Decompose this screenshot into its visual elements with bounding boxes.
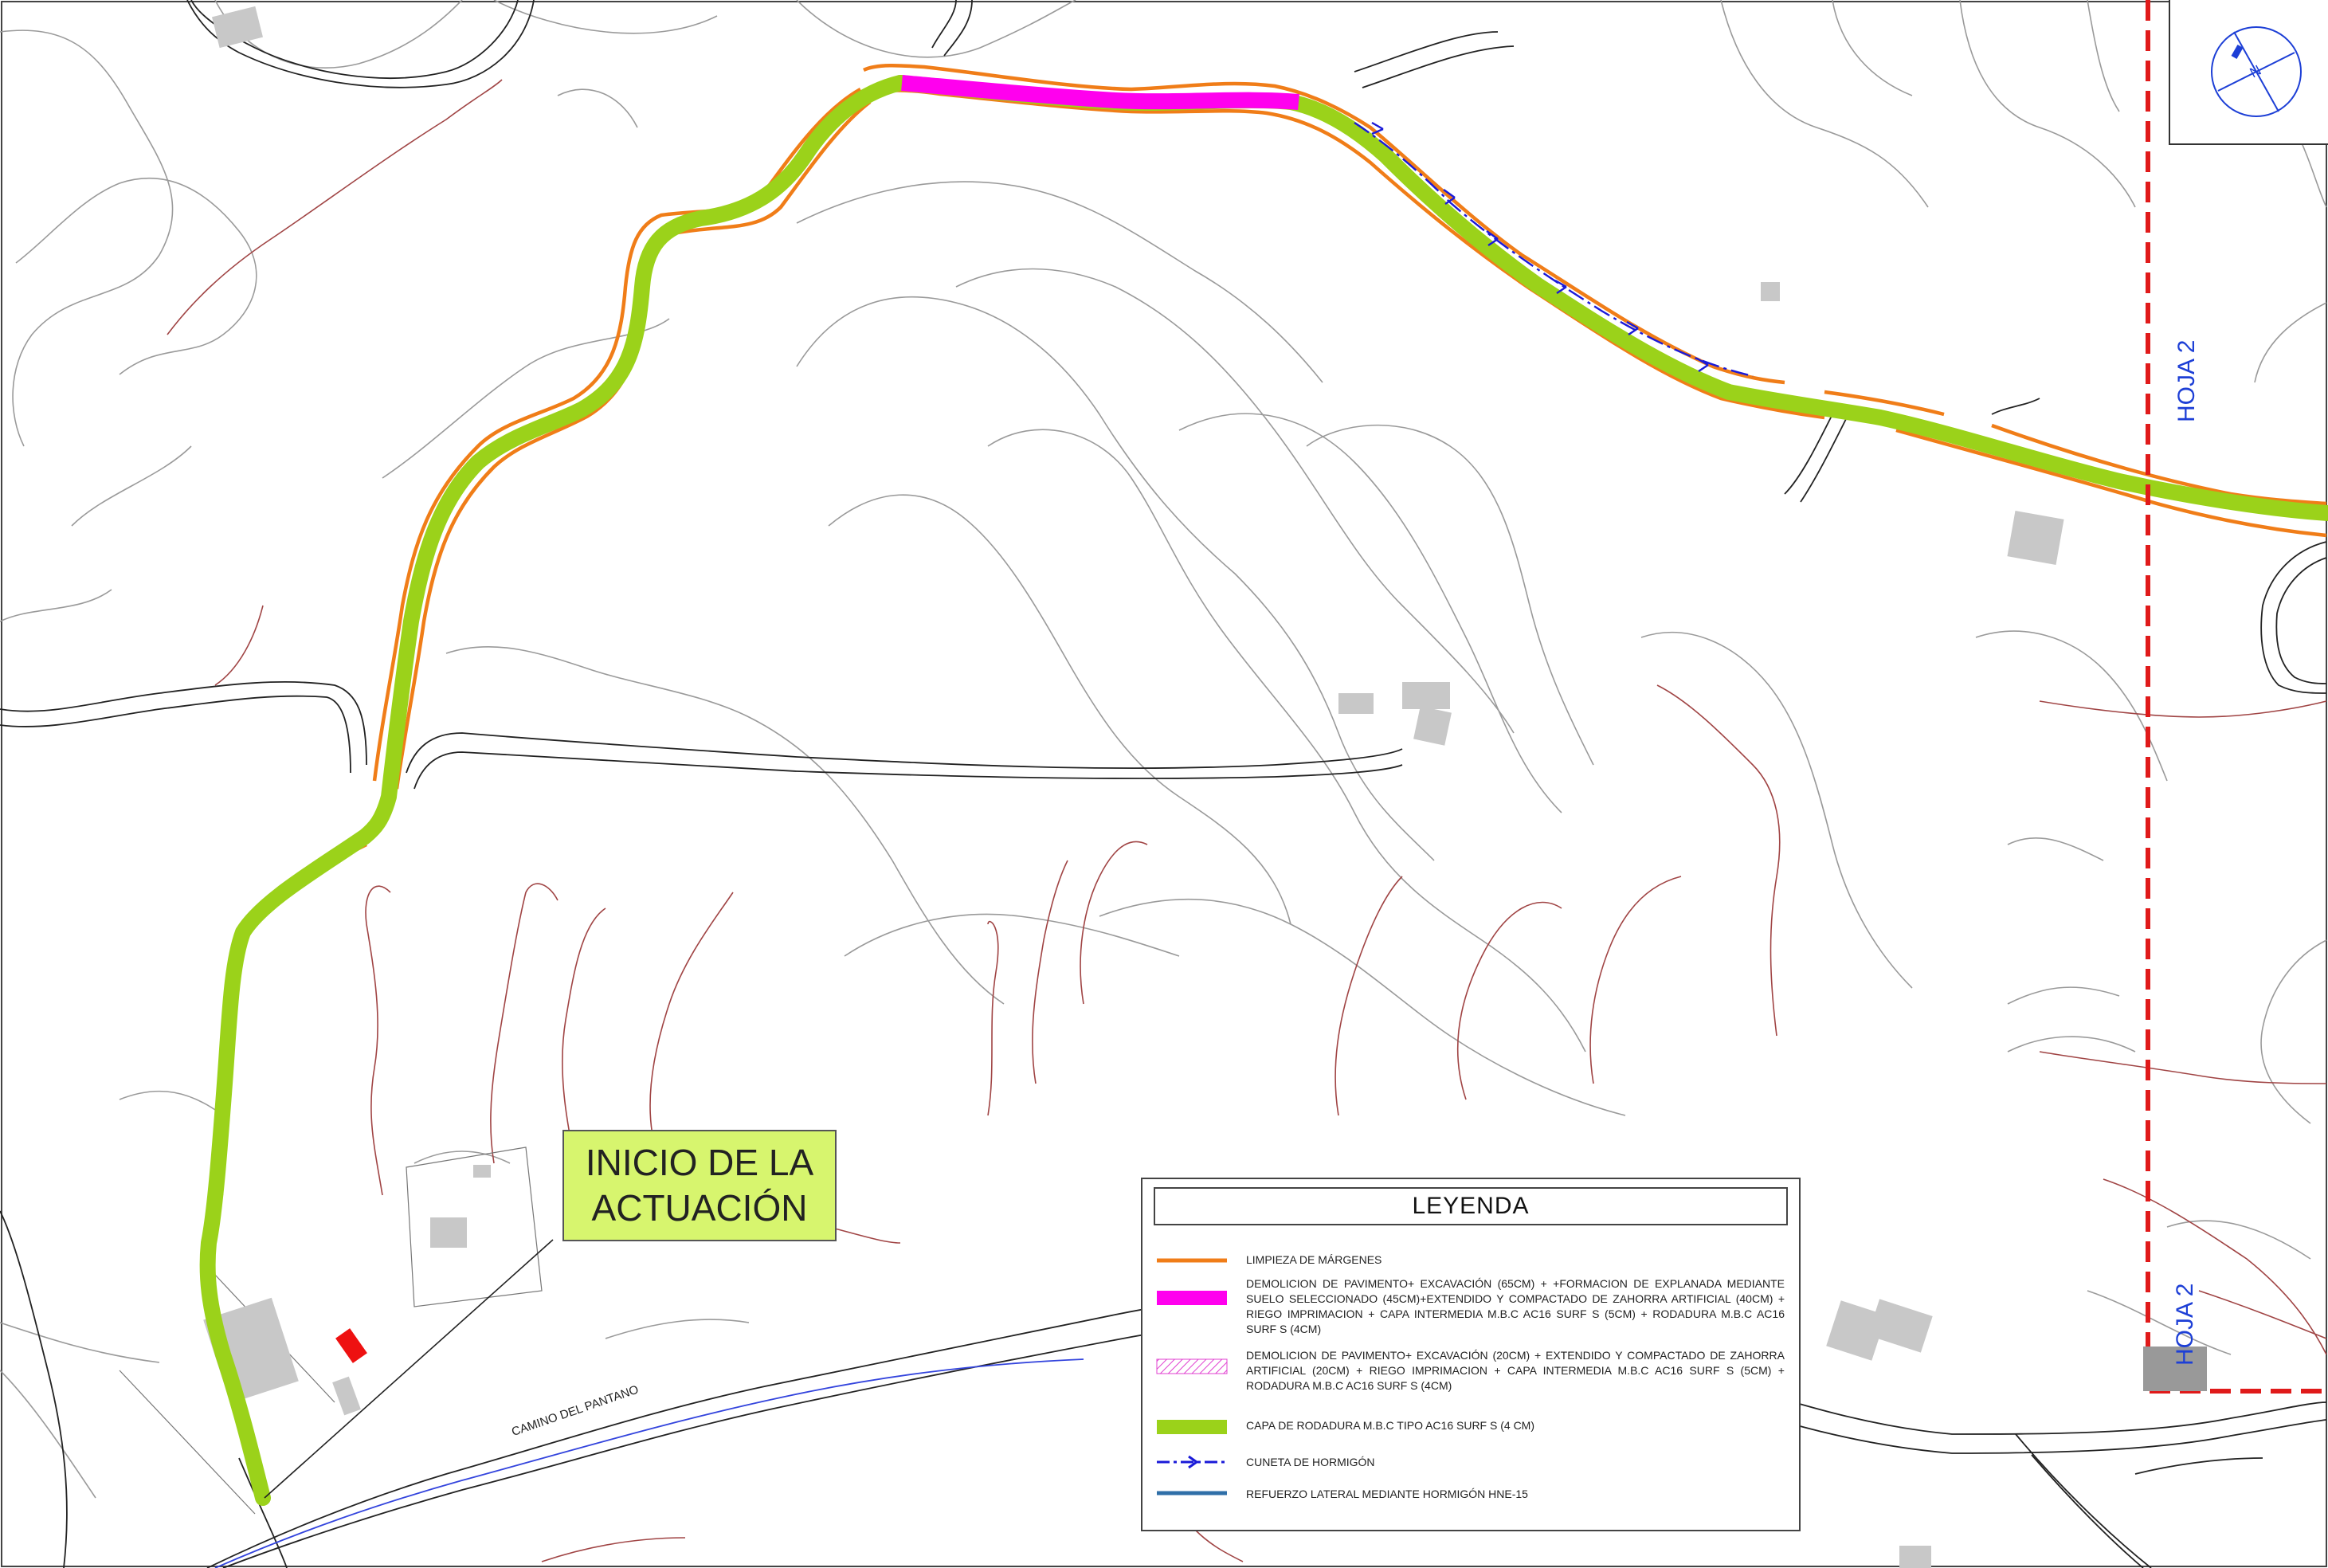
legend-text: LIMPIEZA DE MÁRGENES xyxy=(1246,1253,1382,1266)
sheet-2-label-top: HOJA 2 xyxy=(2173,339,2200,422)
contour-lines-red xyxy=(167,79,2327,1562)
orange-line-icon xyxy=(1157,1258,1227,1263)
north-arrow-box: N xyxy=(2169,0,2328,145)
north-arrow-icon: N xyxy=(2211,26,2302,117)
contour-lines xyxy=(0,0,2327,1499)
blue-dashed-arrow-icon xyxy=(1157,1455,1227,1469)
steel-blue-line-icon xyxy=(1157,1491,1227,1495)
legend-text: CUNETA DE HORMIGÓN xyxy=(1246,1456,1375,1468)
red-marker xyxy=(335,1328,367,1363)
margin-cleaning-lines xyxy=(219,63,2327,1196)
legend-text: REFUERZO LATERAL MEDIANTE HORMIGÓN HNE-1… xyxy=(1246,1488,1528,1500)
legend-title: LEYENDA xyxy=(1154,1187,1788,1225)
start-label-line-2: ACTUACIÓN xyxy=(591,1187,808,1229)
concrete-ditch xyxy=(1354,121,1754,378)
legend-text: CAPA DE RODADURA M.B.C TIPO AC16 SURF S … xyxy=(1246,1419,1534,1432)
sheet-limit-line xyxy=(2146,0,2328,1394)
start-leader xyxy=(264,1239,554,1499)
sheet-2-label-bottom: HOJA 2 xyxy=(2172,1283,2198,1366)
magenta-bar-icon xyxy=(1157,1291,1227,1305)
route-rodadura xyxy=(892,75,2328,521)
sheet-limit-building xyxy=(2143,1347,2207,1391)
property-lines xyxy=(119,1147,543,1515)
start-label-line-1: INICIO DE LA xyxy=(585,1141,814,1183)
water-line xyxy=(214,1358,1084,1568)
legend-text: DEMOLICION DE PAVIMENTO+ EXCAVACIÓN (20C… xyxy=(1246,1349,1785,1392)
north-label: N xyxy=(2247,62,2263,81)
route-demolition xyxy=(901,75,1299,110)
legend-panel: LEYENDA LIMPIEZA DE MÁRGENES DEMOLICION … xyxy=(1141,1178,1801,1531)
start-of-works-label: INICIO DE LA ACTUACIÓN xyxy=(562,1130,837,1241)
route-rodadura-west xyxy=(199,75,908,1506)
hatched-pink-icon xyxy=(1156,1358,1228,1374)
legend-text: DEMOLICION DE PAVIMENTO+ EXCAVACIÓN (65C… xyxy=(1246,1277,1785,1335)
green-bar-icon xyxy=(1157,1420,1227,1434)
